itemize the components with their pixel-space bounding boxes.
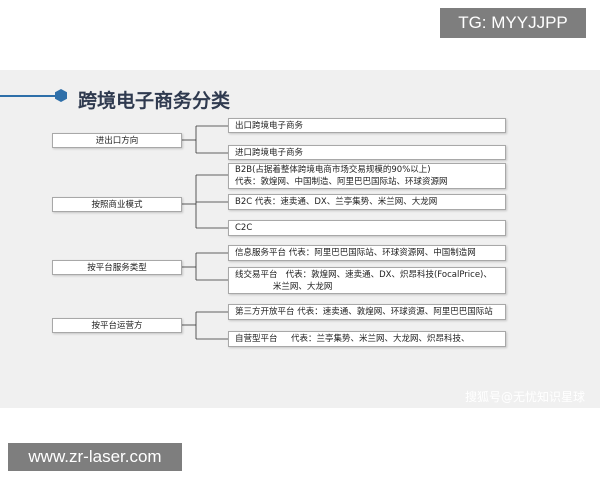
category-box-operator: 按平台运营方 <box>52 318 182 333</box>
category-box-business-model: 按照商业模式 <box>52 197 182 212</box>
item-text-line2: 代表：敦煌网、中国制造、阿里巴巴国际站、环球资源网 <box>235 177 448 187</box>
category-box-import-export: 进出口方向 <box>52 133 182 148</box>
item-box-c2c: C2C <box>228 220 506 236</box>
item-box-b2c: B2C 代表：速卖通、DX、兰亭集势、米兰网、大龙网 <box>228 194 506 210</box>
category-label: 进出口方向 <box>95 135 139 146</box>
item-box-self-operated: 自营型平台 代表：兰亭集势、米兰网、大龙网、炽昂科技、 <box>228 331 506 347</box>
item-box-trade-platform: 线交易平台 代表：敦煌网、速卖通、DX、炽昂科技(FocalPrice)、 米兰… <box>228 267 506 294</box>
item-text: B2C 代表：速卖通、DX、兰亭集势、米兰网、大龙网 <box>235 197 438 207</box>
item-box-export: 出口跨境电子商务 <box>228 118 506 133</box>
item-text: C2C <box>235 223 253 233</box>
item-text: B2B(占据着整体跨境电商市场交易规模的90%以上) <box>235 165 431 175</box>
item-text: 信息服务平台 代表：阿里巴巴国际站、环球资源网、中国制造网 <box>235 248 476 258</box>
item-text: 第三方开放平台 代表：速卖通、敦煌网、环球资源、阿里巴巴国际站 <box>235 307 493 317</box>
category-label: 按平台运营方 <box>91 320 143 331</box>
item-box-third-party: 第三方开放平台 代表：速卖通、敦煌网、环球资源、阿里巴巴国际站 <box>228 304 506 320</box>
url-badge: www.zr-laser.com <box>8 443 182 471</box>
page-title: 跨境电子商务分类 <box>78 90 231 112</box>
category-label: 按照商业模式 <box>91 199 143 210</box>
tg-badge: TG: MYYJJPP <box>440 8 586 38</box>
watermark-text: 搜狐号@无忧知识星球 <box>465 390 586 404</box>
title-accent-line <box>0 95 56 97</box>
item-box-b2b: B2B(占据着整体跨境电商市场交易规模的90%以上) 代表：敦煌网、中国制造、阿… <box>228 163 506 189</box>
item-text: 进口跨境电子商务 <box>235 147 304 158</box>
item-box-import: 进口跨境电子商务 <box>228 145 506 160</box>
item-text: 自营型平台 代表：兰亭集势、米兰网、大龙网、炽昂科技、 <box>235 334 470 344</box>
item-text: 线交易平台 代表：敦煌网、速卖通、DX、炽昂科技(FocalPrice)、 <box>235 269 492 280</box>
item-text-line2: 米兰网、大龙网 <box>235 281 333 292</box>
category-label: 按平台服务类型 <box>87 262 147 273</box>
item-text: 出口跨境电子商务 <box>235 120 304 131</box>
category-box-service-type: 按平台服务类型 <box>52 260 182 275</box>
hexagon-icon <box>55 89 67 102</box>
item-box-info-platform: 信息服务平台 代表：阿里巴巴国际站、环球资源网、中国制造网 <box>228 245 506 261</box>
